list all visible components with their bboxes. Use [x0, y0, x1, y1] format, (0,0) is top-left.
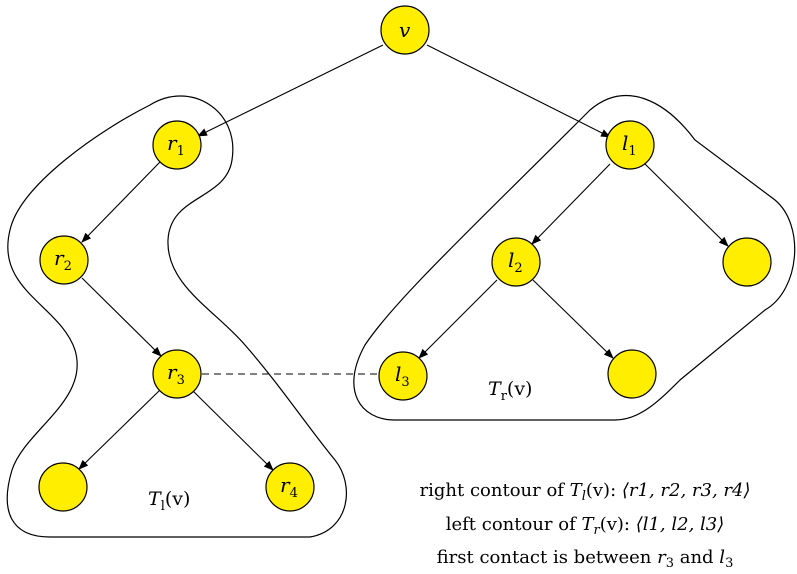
node-l3: [378, 351, 428, 401]
node-leaf-left: [38, 462, 88, 512]
node-r4: [265, 462, 315, 512]
label-r2: r2: [54, 246, 72, 274]
edge-r3-r4: [191, 389, 274, 471]
edge-r3-leaf: [78, 389, 161, 470]
right-subtree-outline: [353, 94, 796, 421]
label-v: v: [399, 18, 411, 42]
edge-l1-l2: [531, 163, 611, 245]
node-leaf-right-bottom: [607, 349, 657, 399]
caption-line-3: first contact is between r3 and l3: [437, 547, 734, 571]
label-l3: l3: [395, 362, 410, 390]
node-r1: [152, 120, 202, 170]
node-leaf-right-top: [722, 237, 772, 287]
edge-l2-leaf: [532, 279, 614, 359]
label-left-subtree: Tl(v): [148, 488, 190, 514]
left-subtree-outline: [6, 95, 348, 538]
label-r1: r1: [167, 131, 185, 159]
edge-r2-r3: [81, 277, 162, 357]
node-r2: [39, 235, 89, 285]
label-l2: l2: [508, 248, 523, 276]
edge-r1-r2: [81, 161, 161, 243]
label-right-subtree: Tr(v): [488, 378, 532, 404]
edge-l2-l3: [418, 279, 498, 359]
label-r4: r4: [280, 473, 298, 501]
caption-line-2: left contour of Tr(v): ⟨l1, l2, l3⟩: [446, 514, 725, 538]
caption-line-1: right contour of Tl(v): ⟨r1, r2, r3, r4⟩: [420, 480, 751, 504]
label-r3: r3: [167, 360, 185, 388]
edge-v-r1: [197, 44, 384, 137]
node-l1: [605, 120, 655, 170]
edge-v-l1: [426, 44, 611, 138]
node-v: [380, 5, 430, 55]
node-r3: [152, 349, 202, 399]
label-l1: l1: [622, 131, 637, 159]
node-l2: [491, 237, 541, 287]
edge-l1-leaf: [644, 163, 729, 247]
